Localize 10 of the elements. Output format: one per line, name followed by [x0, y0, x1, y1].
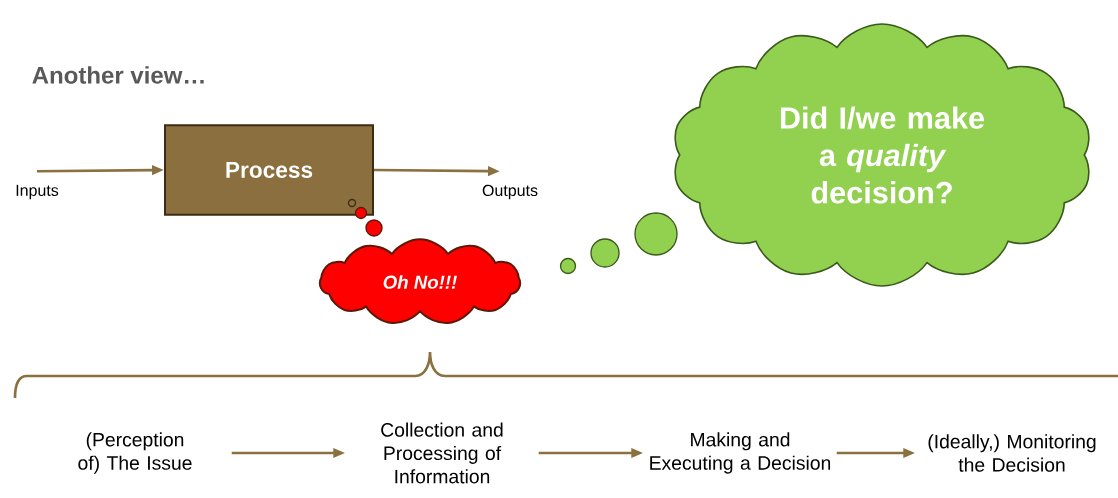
- process-box: Process: [164, 124, 374, 216]
- step-text: (Perception of) The Issue: [78, 432, 192, 474]
- step-text: Collection and Processing of Information: [381, 422, 503, 484]
- thought-cloud: Did I/we make a quality decision?: [674, 23, 1090, 287]
- step-text: Making and Executing a Decision: [650, 432, 831, 474]
- thought-cloud: Oh No!!!: [319, 238, 521, 324]
- io-label: Outputs: [482, 184, 538, 200]
- io-label: Inputs: [16, 184, 59, 200]
- step-text: (Ideally,) Monitoring the Decision: [928, 434, 1096, 472]
- title: Another view…: [32, 66, 204, 84]
